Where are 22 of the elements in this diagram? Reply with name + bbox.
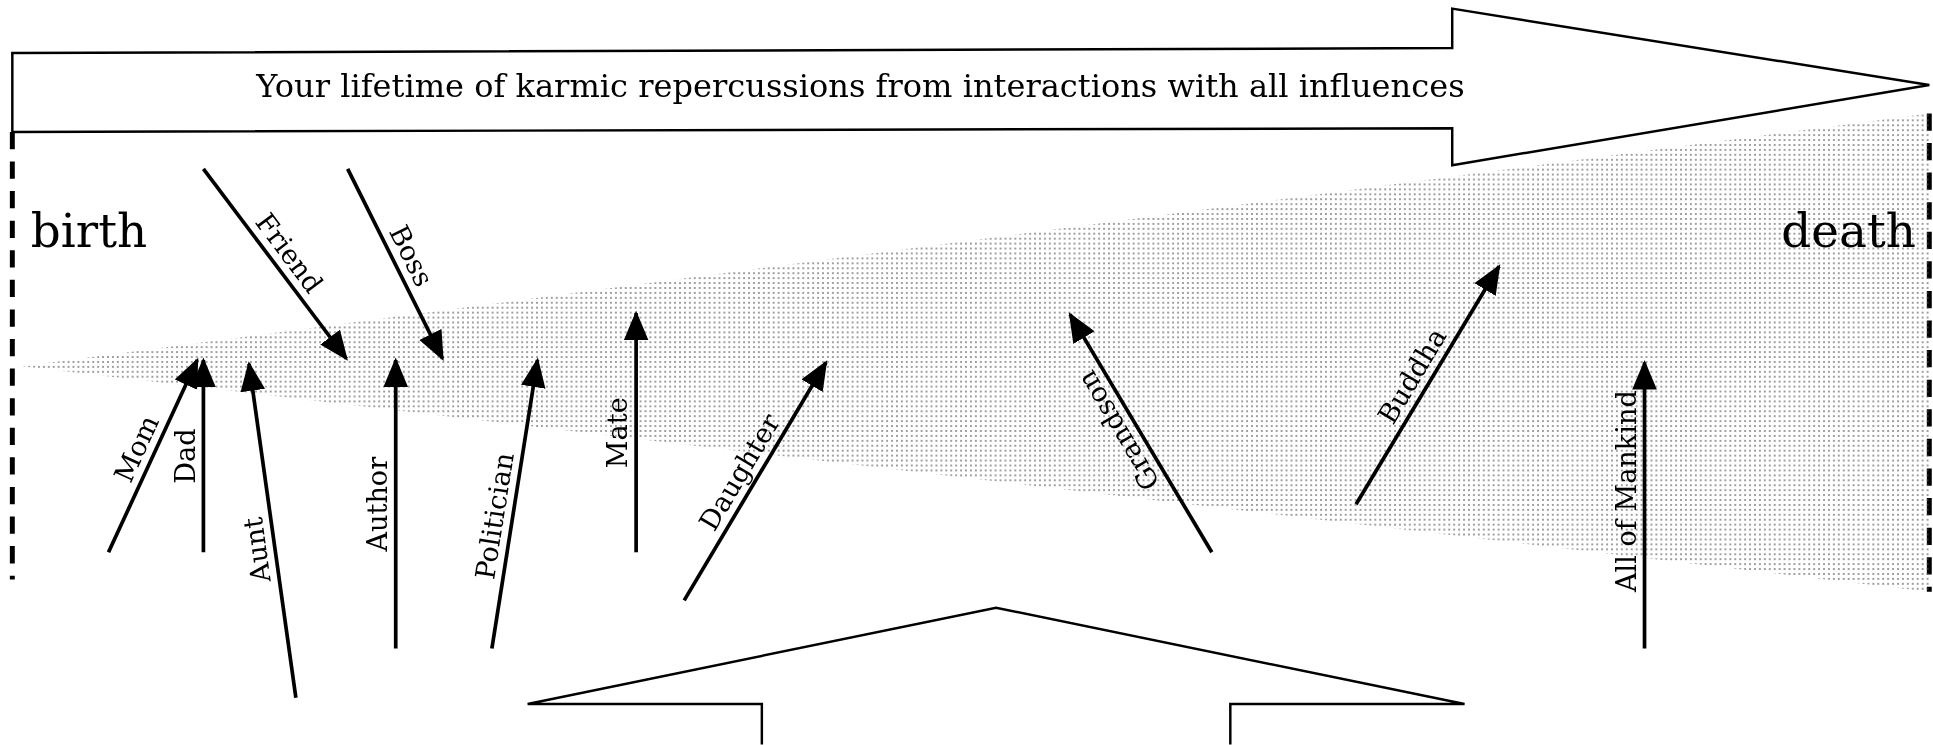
arrow <box>1354 264 1501 506</box>
life-stage-label: birth <box>30 203 148 258</box>
arrow <box>383 357 409 649</box>
edge-label: Aunt <box>236 515 277 585</box>
arrow <box>490 357 546 649</box>
arrow <box>106 357 199 554</box>
life-stage-label: death <box>1781 203 1916 258</box>
arrow <box>201 167 348 361</box>
arrow <box>240 361 298 698</box>
arrow <box>623 310 649 553</box>
edge-label: Mom <box>107 410 166 487</box>
timeline-text: Your lifetime of karmic repercussions from interactions with all influences <box>255 67 1466 105</box>
edge-label: All of Mankind <box>1610 390 1642 593</box>
edge-label: Boss <box>383 220 440 292</box>
edge-label: Mate <box>602 397 634 469</box>
arrow <box>346 168 445 361</box>
edge-label: Politician <box>469 450 520 582</box>
arrow <box>1632 359 1657 649</box>
edge-label: Author <box>362 456 394 552</box>
arrow <box>682 360 828 602</box>
edge-label: Dad <box>169 428 201 484</box>
arrow <box>1068 312 1214 554</box>
